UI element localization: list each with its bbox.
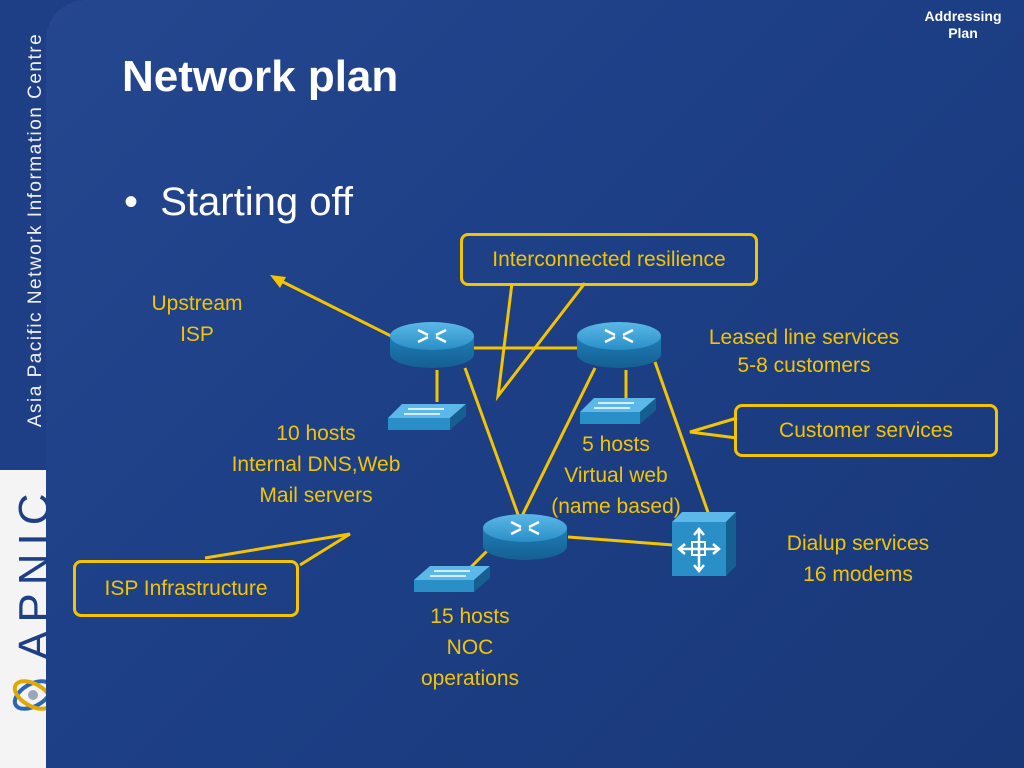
access-server-icon	[672, 512, 736, 576]
core-hosts-line1: 10 hosts	[276, 422, 356, 445]
noc-hosts-line1: 15 hosts	[430, 605, 510, 628]
customer-hosts-label: 5 hosts Virtual web (name based)	[538, 429, 694, 522]
upstream-isp-label: Upstream ISP	[130, 288, 264, 350]
customer-hosts-line1: 5 hosts	[582, 433, 650, 456]
customer-services-pointer	[689, 416, 738, 440]
router-noc-icon	[483, 514, 567, 560]
noc-hosts-line3: operations	[420, 667, 520, 690]
router-core-icon	[390, 322, 474, 368]
dialup-line2: 16 modems	[803, 563, 913, 586]
noc-hosts-line2: NOC	[446, 636, 494, 659]
core-hosts-line2: Internal DNS,Web	[231, 453, 401, 476]
bullet-text: Starting off	[160, 180, 353, 224]
slide-background	[46, 0, 1024, 768]
link-customer-dialup	[653, 361, 712, 519]
network-links	[274, 276, 712, 570]
link-upstream	[274, 276, 396, 340]
leased-line-line1: Leased line services	[708, 326, 900, 349]
interconnected-callout: Interconnected resilience	[460, 233, 758, 286]
upstream-isp-line1: Upstream	[151, 292, 243, 315]
isp-infrastructure-callout: ISP Infrastructure	[73, 560, 299, 617]
section-label-line2: Plan	[948, 25, 978, 41]
core-hosts-line3: Mail servers	[259, 484, 373, 507]
link-noc-dialup	[567, 535, 674, 547]
dialup-label: Dialup services 16 modems	[752, 528, 964, 590]
customer-hosts-line3: (name based)	[551, 495, 681, 518]
upstream-isp-line2: ISP	[180, 323, 214, 346]
switch-customer-icon	[580, 398, 656, 424]
section-label: Addressing Plan	[918, 8, 1008, 42]
customer-hosts-line2: Virtual web	[564, 464, 668, 487]
router-customer-icon	[577, 322, 661, 368]
isp-infrastructure-pointer	[204, 532, 351, 567]
dialup-line1: Dialup services	[786, 532, 930, 555]
link-customer-noc	[518, 367, 597, 521]
interconnected-pointer	[495, 282, 587, 402]
slide-title: Network plan	[122, 52, 399, 101]
leased-line-label: Leased line services 5-8 customers	[678, 324, 930, 380]
customer-services-callout: Customer services	[734, 404, 998, 457]
callout-pointers	[204, 282, 738, 567]
bullet-item: • Starting off	[124, 180, 353, 224]
leased-line-line2: 5-8 customers	[737, 354, 871, 377]
core-hosts-label: 10 hosts Internal DNS,Web Mail servers	[206, 418, 426, 511]
noc-hosts-label: 15 hosts NOC operations	[404, 601, 536, 694]
section-label-line1: Addressing	[924, 8, 1002, 24]
link-core-noc	[463, 367, 522, 521]
upstream-arrowhead	[270, 275, 286, 288]
switch-noc-icon	[414, 566, 490, 592]
switch-core-icon	[388, 404, 466, 430]
